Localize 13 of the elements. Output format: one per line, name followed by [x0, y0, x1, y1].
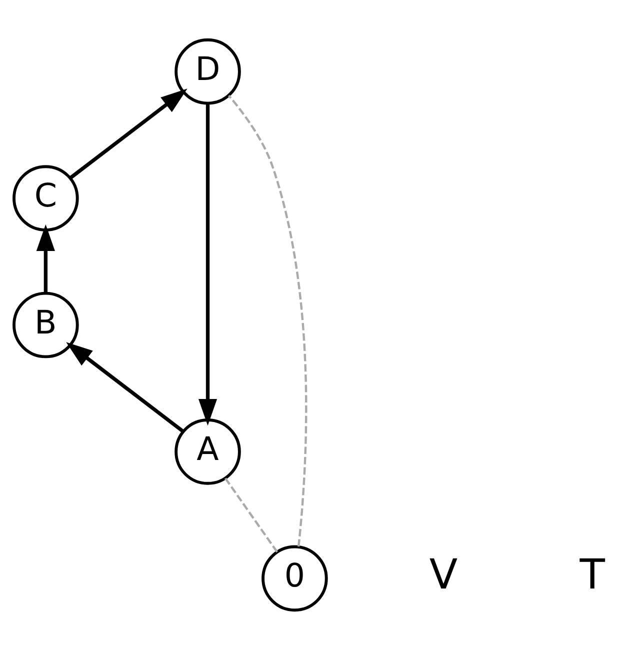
node-circle: D [174, 38, 241, 104]
arrow [36, 224, 55, 292]
label: V [429, 550, 458, 598]
arrow [198, 102, 218, 426]
node-circle: B [12, 291, 79, 358]
label: T [580, 550, 605, 598]
arrow [69, 88, 188, 179]
connector [224, 477, 278, 552]
arrow [66, 342, 184, 432]
connector [228, 94, 308, 546]
node-circle: A [174, 418, 241, 484]
node-circle: C [12, 164, 79, 231]
node-circle: 0 [262, 544, 328, 612]
